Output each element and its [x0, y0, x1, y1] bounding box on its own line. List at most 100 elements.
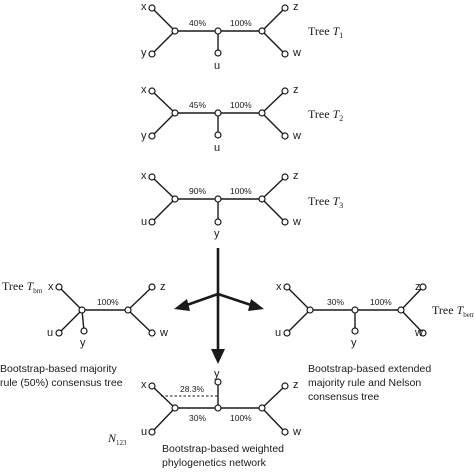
leaf-label-w: w	[159, 327, 168, 339]
edge-u	[286, 309, 311, 334]
leaf-node-y	[351, 327, 359, 335]
support-label-right: 100%	[97, 297, 119, 307]
leaf-label-w: w	[414, 327, 423, 339]
edge-w	[261, 198, 286, 223]
tree-t3: x u y z w 90% 100% Tree T3	[141, 170, 343, 240]
caption-tbem-line-2: majority rule and Nelson	[308, 377, 421, 389]
tree-label-t1: Tree T1	[308, 24, 343, 40]
tree-tbm: x u y z w 100% Tree Tbm Bootstrap-based …	[0, 279, 168, 389]
tree-tbem: x u y z w 30% 100% Tree Tbem Bootstrap-b…	[275, 281, 474, 403]
tree-label-t2: Tree T2	[308, 107, 343, 123]
leaf-label-u: u	[214, 142, 220, 154]
internal-node	[124, 306, 132, 314]
leaf-node-u	[148, 218, 156, 226]
arrowhead-left	[174, 299, 190, 311]
support-label-left: 30%	[327, 297, 344, 307]
leaf-label-x: x	[141, 84, 147, 96]
leaf-label-y: y	[214, 368, 220, 380]
edge-x	[151, 385, 176, 409]
leaf-node-w	[281, 218, 289, 226]
leaf-label-w: w	[292, 216, 301, 228]
leaf-node-y	[80, 327, 88, 335]
leaf-node-z	[281, 382, 289, 390]
edge-x	[151, 7, 176, 32]
edge-w	[261, 407, 286, 433]
leaf-node-x	[148, 382, 156, 390]
leaf-label-y: y	[214, 228, 220, 240]
internal-node	[171, 109, 179, 117]
support-label-right: 100%	[230, 186, 252, 196]
leaf-label-z: z	[293, 170, 299, 182]
caption-tbem-line-1: Bootstrap-based extended	[308, 363, 431, 375]
leaf-label-y: y	[351, 337, 357, 349]
edge-w	[261, 30, 286, 55]
leaf-label-z: z	[160, 281, 166, 293]
internal-node	[258, 27, 266, 35]
leaf-node-z	[148, 283, 156, 291]
support-label-left: 30%	[189, 413, 206, 423]
leaf-label-y: y	[80, 337, 86, 349]
leaf-label-w: w	[292, 426, 301, 438]
leaf-node-x	[148, 4, 156, 12]
edge-z	[400, 286, 424, 311]
leaf-label-z: z	[415, 281, 421, 293]
leaf-node-u	[55, 329, 63, 337]
leaf-node-z	[281, 4, 289, 12]
leaf-node-w	[281, 428, 289, 436]
leaf-label-u: u	[275, 327, 281, 339]
support-label-right: 100%	[230, 100, 252, 110]
support-label-right: 100%	[230, 18, 252, 28]
internal-node	[214, 27, 222, 35]
leaf-label-y: y	[141, 47, 147, 59]
internal-node	[258, 404, 266, 412]
arrowhead-down	[211, 349, 225, 364]
network-n123: x u y z w 28.3% 30% 100% N123 Bootstrap-…	[107, 368, 301, 469]
edge-y	[151, 30, 176, 55]
internal-node	[171, 404, 179, 412]
edge-x	[286, 286, 311, 311]
internal-node	[214, 195, 222, 203]
leaf-label-x: x	[141, 379, 147, 391]
support-label-left: 40%	[189, 18, 206, 28]
edge-z	[261, 7, 286, 32]
leaf-label-u: u	[141, 216, 147, 228]
leaf-node-u	[283, 329, 291, 337]
leaf-node-x	[148, 173, 156, 181]
leaf-label-u: u	[47, 327, 53, 339]
arrow-left	[183, 292, 219, 308]
leaf-node-x	[148, 87, 156, 95]
caption-tbem-line-3: consensus tree	[308, 391, 379, 403]
edge-w	[127, 309, 153, 334]
leaf-node-x	[283, 283, 291, 291]
leaf-node-z	[281, 87, 289, 95]
edge-u	[58, 309, 83, 334]
leaf-node-y	[214, 218, 222, 226]
support-label-right: 100%	[230, 413, 252, 423]
leaf-node-w	[281, 50, 289, 58]
leaf-label-u: u	[214, 60, 220, 72]
edge-z	[127, 286, 153, 311]
internal-node	[214, 109, 222, 117]
network-label-n123: N123	[107, 431, 127, 447]
leaf-label-u: u	[141, 426, 147, 438]
arrow-right	[217, 292, 255, 308]
internal-node	[171, 27, 179, 35]
leaf-label-x: x	[141, 170, 147, 182]
leaf-node-u	[214, 131, 222, 139]
leaf-node-w	[281, 132, 289, 140]
edge-u	[151, 407, 176, 433]
support-label-left: 90%	[189, 186, 206, 196]
leaf-label-z: z	[293, 1, 299, 13]
support-label-left: 45%	[189, 100, 206, 110]
leaf-node-z	[419, 283, 427, 291]
internal-node	[171, 195, 179, 203]
tree-label-tbem: Tree Tbem	[432, 303, 474, 319]
edge-w	[400, 309, 424, 334]
internal-node	[306, 306, 314, 314]
caption-tbm-line-2: rule (50%) consensus tree	[0, 377, 123, 389]
leaf-label-x: x	[276, 281, 282, 293]
internal-node	[397, 306, 405, 314]
arrows	[174, 248, 264, 364]
support-label-reticulate: 28.3%	[180, 384, 205, 394]
